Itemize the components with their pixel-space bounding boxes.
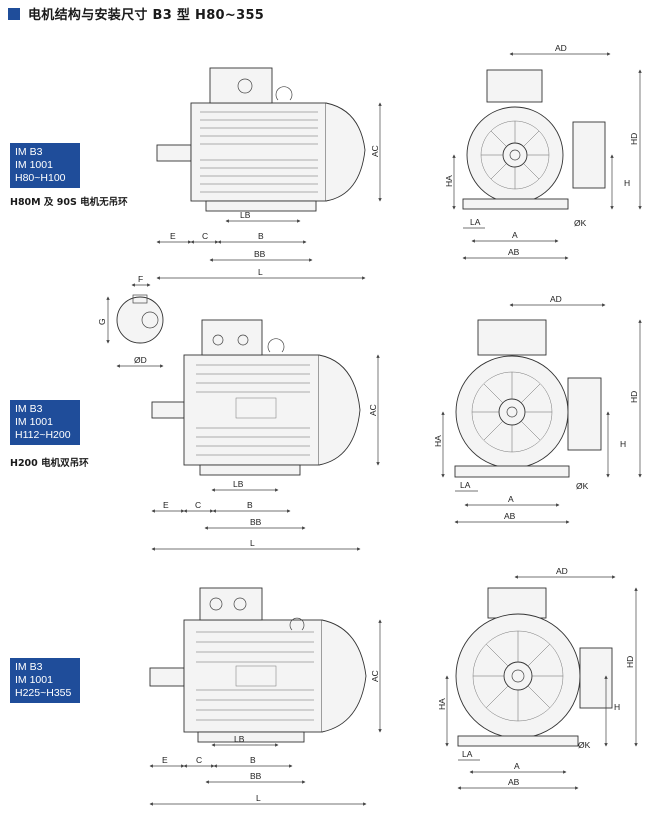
badge-line: H225~H355 (15, 687, 72, 699)
badge-line: H112~H200 (15, 429, 71, 441)
dim-AD: AD (556, 566, 568, 576)
dim-LA: LA (470, 217, 481, 227)
dim-LA: LA (460, 480, 471, 490)
dim-LB: LB (234, 734, 245, 744)
dim-AC: AC (368, 404, 378, 416)
dim-AC: AC (370, 145, 380, 157)
page-title: 电机结构与安装尺寸 B3 型 H80~355 (28, 8, 265, 23)
section-2-badge: IM B3 IM 1001 H112~H200 (10, 400, 80, 445)
section-2-end-view: AD HD H HA LA A AB ØK (433, 294, 642, 524)
dim-BB: BB (254, 249, 266, 259)
section-1-end-view: AD HD H HA LA A AB ØK (444, 43, 642, 260)
dim-HD: HD (629, 391, 639, 403)
dim-K: ØK (574, 218, 587, 228)
dim-F: F (138, 274, 143, 284)
section-3-badge: IM B3 IM 1001 H225~H355 (10, 658, 80, 703)
section-1-badge: IM B3 IM 1001 H80~H100 (10, 143, 80, 188)
dim-C: C (202, 231, 208, 241)
dim-HD: HD (629, 133, 639, 145)
dim-AC: AC (370, 670, 380, 682)
dim-H: H (614, 702, 620, 712)
badge-line: IM 1001 (15, 159, 53, 171)
dim-B: B (247, 500, 253, 510)
section-1-note: H80M 及 90S 电机无吊环 (10, 197, 128, 208)
dim-L: L (250, 538, 255, 548)
dim-L: L (258, 267, 263, 277)
dim-C: C (196, 755, 202, 765)
badge-line: IM 1001 (15, 416, 53, 428)
section-1-side-view: AC LB E C B BB L (156, 67, 382, 280)
dim-B: B (258, 231, 264, 241)
header-square-icon (8, 7, 20, 20)
badge-line: IM B3 (15, 146, 43, 158)
section-3-end-view: AD HD H HA LA A AB ØK (437, 566, 638, 790)
dim-E: E (162, 755, 168, 765)
dim-K: ØK (578, 740, 591, 750)
dim-BB: BB (250, 771, 262, 781)
dim-AB: AB (508, 247, 520, 257)
dim-D: ØD (134, 355, 147, 365)
dim-H: H (624, 178, 630, 188)
dim-L: L (256, 793, 261, 803)
dim-AB: AB (508, 777, 520, 787)
section-3-side-view: AC LB E C B BB L (149, 587, 382, 806)
dim-A: A (508, 494, 514, 504)
dim-A: A (514, 761, 520, 771)
badge-line: H80~H100 (15, 172, 66, 184)
dim-G: G (97, 318, 107, 325)
dim-AB: AB (504, 511, 516, 521)
dim-BB: BB (250, 517, 262, 527)
dim-A: A (512, 230, 518, 240)
dim-LB: LB (233, 479, 244, 489)
dim-C: C (195, 500, 201, 510)
section-2-note: H200 电机双吊环 (10, 458, 89, 469)
dim-HA: HA (437, 698, 447, 710)
section-2-shaft-section: F G ØD (97, 274, 164, 368)
page-header: 电机结构与安装尺寸 B3 型 H80~355 (8, 4, 264, 23)
dim-HA: HA (444, 175, 454, 187)
dim-AD: AD (555, 43, 567, 53)
dim-K: ØK (576, 481, 589, 491)
dim-B: B (250, 755, 256, 765)
badge-line: IM B3 (15, 661, 43, 673)
dim-AD: AD (550, 294, 562, 304)
badge-line: IM 1001 (15, 674, 53, 686)
dim-HA: HA (433, 435, 443, 447)
section-2-side-view: AC LB E C B BB L (151, 319, 380, 551)
dim-H: H (620, 439, 626, 449)
dim-E: E (170, 231, 176, 241)
dim-LB: LB (240, 210, 251, 220)
badge-line: IM B3 (15, 403, 43, 415)
dim-E: E (163, 500, 169, 510)
dim-HD: HD (625, 656, 635, 668)
dim-LA: LA (462, 749, 473, 759)
